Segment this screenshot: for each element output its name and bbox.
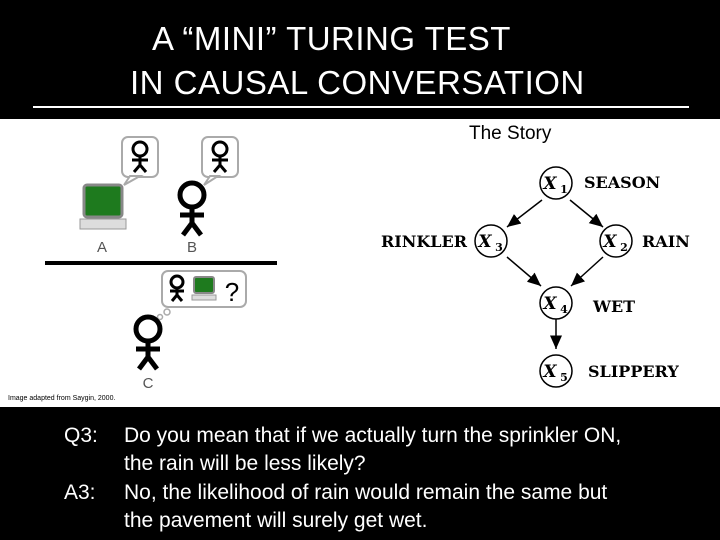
speech-bubble-a — [122, 137, 158, 185]
label-b: B — [187, 239, 197, 256]
svg-text:5: 5 — [560, 371, 568, 384]
answer-line-2: the pavement will surely get wet. — [124, 507, 720, 535]
edge-x1-x3 — [507, 200, 542, 227]
svg-text:2: 2 — [620, 241, 628, 254]
svg-text:4: 4 — [560, 303, 568, 316]
question-mark: ? — [225, 277, 239, 307]
edge-x1-x2 — [570, 200, 603, 227]
svg-text:X: X — [542, 294, 557, 314]
story-heading: The Story — [469, 123, 551, 145]
node-x2-label: RAIN — [642, 232, 690, 251]
speech-bubble-c: ? — [158, 271, 247, 320]
node-x5-label: SLIPPERY — [588, 362, 679, 381]
svg-text:X: X — [602, 232, 617, 252]
title-divider — [33, 106, 689, 108]
computer-icon — [192, 277, 216, 300]
svg-text:3: 3 — [495, 241, 503, 254]
question-line-2: the rain will be less likely? — [124, 450, 720, 478]
causal-graph: X 1 SEASON X 3 SPRINKLER X 2 RAIN X 4 WE… — [381, 119, 720, 407]
causal-story-diagram: The Story X 1 SEASON X 3 SPRINKLER — [381, 119, 720, 407]
svg-text:X: X — [542, 174, 557, 194]
person-c-icon — [136, 317, 160, 369]
image-credit: Image adapted from Saygin, 2000. — [8, 395, 115, 402]
question-line-1: Do you mean that if we actually turn the… — [124, 422, 720, 450]
node-x4-label: WET — [592, 297, 635, 316]
computer-icon — [80, 185, 126, 229]
svg-text:X: X — [542, 362, 557, 382]
node-x1: X 1 SEASON — [540, 167, 660, 199]
edge-x2-x4 — [571, 257, 603, 286]
node-x3: X 3 SPRINKLER — [381, 225, 507, 257]
node-x3-label: SPRINKLER — [381, 232, 468, 251]
turing-test-figure: A B ? — [0, 119, 381, 407]
label-c: C — [143, 375, 154, 392]
svg-text:1: 1 — [560, 183, 568, 196]
speech-bubble-b — [202, 137, 238, 185]
answer-tag: A3: — [64, 479, 124, 507]
title-line-2: IN CAUSAL CONVERSATION — [130, 64, 720, 102]
answer-line-1: No, the likelihood of rain would remain … — [124, 479, 720, 507]
node-x4: X 4 WET — [540, 287, 635, 319]
label-a: A — [97, 239, 107, 256]
question-tag: Q3: — [64, 422, 124, 450]
svg-text:X: X — [477, 232, 492, 252]
node-x5: X 5 SLIPPERY — [540, 355, 679, 387]
node-x1-label: SEASON — [584, 173, 660, 192]
turing-test-illustration: A B ? — [0, 119, 381, 407]
separator-bar — [45, 261, 277, 265]
edge-x3-x4 — [507, 257, 541, 286]
title-line-1: A “MINI” TURING TEST — [152, 20, 720, 58]
person-b-icon — [180, 183, 204, 235]
node-x2: X 2 RAIN — [600, 225, 690, 257]
